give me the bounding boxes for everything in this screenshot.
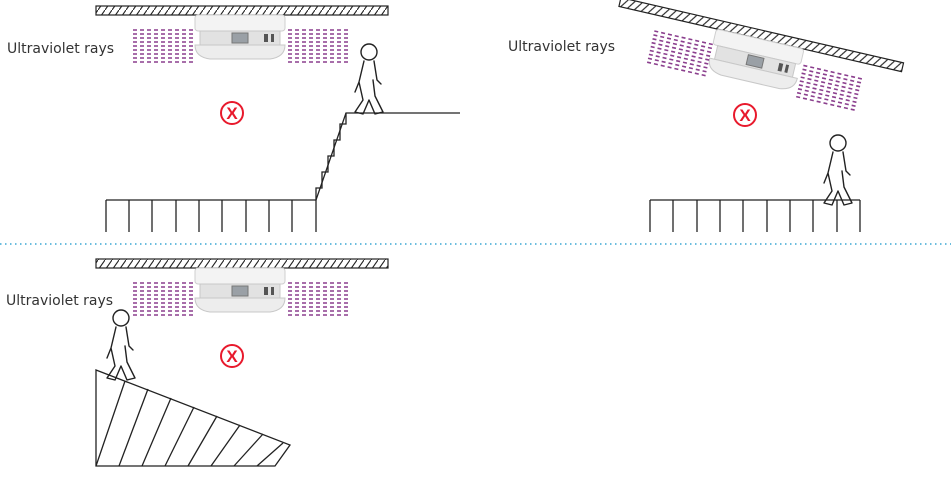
walking-person-icon <box>106 309 136 381</box>
uv-rays-left <box>132 282 196 316</box>
uv-rays-right <box>795 64 865 112</box>
flat-floor <box>649 199 861 232</box>
walking-person-icon <box>823 134 853 206</box>
uv-rays-left <box>646 30 716 77</box>
ceiling <box>95 258 389 269</box>
sensor-device <box>194 14 286 60</box>
panel-tilted-ceiling <box>618 0 905 232</box>
walking-person-icon <box>354 43 384 115</box>
panel-slope <box>95 258 389 467</box>
prohibited-x-icon <box>220 344 244 368</box>
sensor-device <box>194 267 286 313</box>
uv-label-panel-2: Ultraviolet rays <box>508 39 616 55</box>
prohibited-x-icon <box>733 103 757 127</box>
uv-rays-left <box>132 29 196 63</box>
uv-label-panel-1: Ultraviolet rays <box>7 41 115 57</box>
sloped-ground <box>95 369 292 467</box>
panel-stairs <box>95 5 460 232</box>
ceiling <box>95 5 389 16</box>
tilted-assembly <box>618 0 905 112</box>
uv-rays-right <box>287 29 351 63</box>
uv-rays-right <box>287 282 351 316</box>
uv-label-panel-3: Ultraviolet rays <box>6 293 114 309</box>
prohibited-x-icon <box>220 101 244 125</box>
stair-floor <box>105 112 460 232</box>
